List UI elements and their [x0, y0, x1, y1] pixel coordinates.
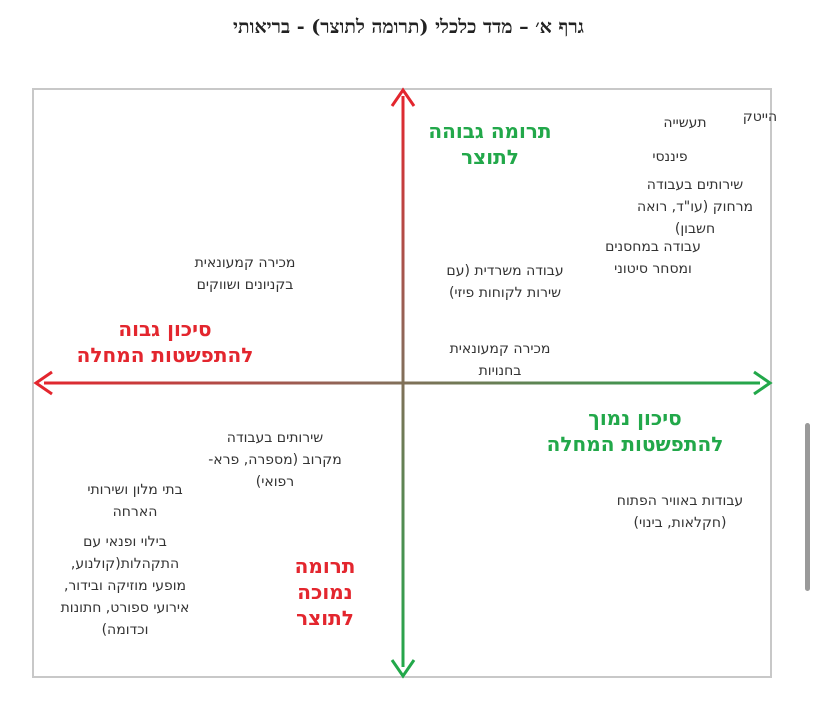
- axis-label-low-risk: סיכון נמוך להתפשטות המחלה: [546, 406, 724, 456]
- item-industry: תעשייה: [663, 115, 707, 131]
- item-store-retail: מכירה קמעונאית בחנויות: [449, 341, 551, 379]
- vertical-axis: [390, 87, 416, 679]
- item-outdoor-work: עבודות באוויר הפתוח (חקלאות, בינוי): [616, 493, 744, 531]
- axis-label-high-risk: סיכון גבוה להתפשטות המחלה: [76, 317, 254, 367]
- item-mall-retail: מכירה קמעונאית בקניונים ושווקים: [194, 255, 296, 293]
- item-hitech: הייטק: [742, 109, 778, 125]
- axis-label-high-contribution: תרומה גבוהה לתוצר: [428, 119, 552, 169]
- item-finance: פיננסי: [652, 149, 688, 165]
- item-close-services: שירותים בעבודה מקרוב (מספרה, פרא- רפואי): [208, 430, 342, 490]
- item-warehouse: עבודה במחסנים ומסחר סיטוני: [605, 239, 701, 277]
- item-remote-services: שירותים בעבודה מרחוק (עו"ד, רואה חשבון): [637, 177, 753, 237]
- scrollbar-thumb[interactable]: [805, 423, 810, 591]
- item-leisure: בילוי ופנאי עם התקהלות(קולנוע, מופעי מוז…: [60, 534, 190, 638]
- item-hotels: בתי מלון ושירותי הארחה: [87, 482, 183, 520]
- axis-label-low-contribution: תרומה נמוכה לתוצר: [294, 554, 356, 630]
- item-office-work: עבודה משרדית (עם שירות לקוחות פיזי): [446, 263, 564, 301]
- chart-title: גרף א׳ – מדד כלכלי (תרומה לתוצר) - בריאו…: [233, 16, 584, 38]
